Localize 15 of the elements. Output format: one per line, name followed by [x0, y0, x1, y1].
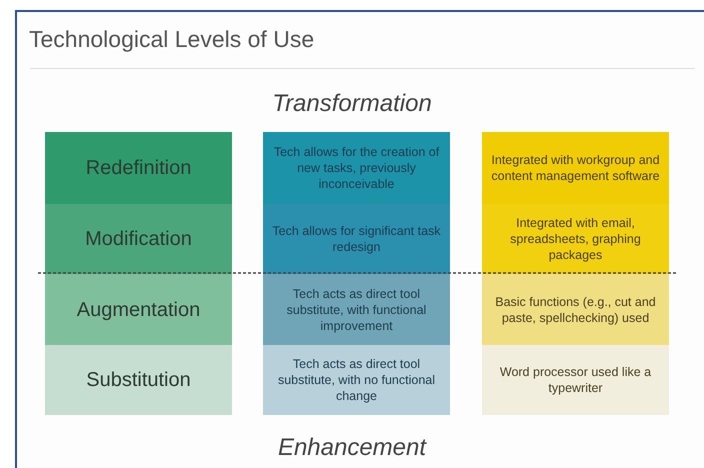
level-cell: Redefinition [45, 132, 232, 204]
description-cell: Tech acts as direct tool substitute, with no functional change [263, 345, 450, 415]
description-cell: Tech allows for the creation of new tasks, previously inconceivable [263, 132, 450, 204]
title: Technological Levels of Use [29, 25, 314, 54]
description-cell: Basic functions (e.g., cut and paste, spellchecking) used [482, 274, 669, 345]
description-cell: Integrated with email, spreadsheets, graphing packages [482, 204, 669, 274]
level-heading: Enhancement [276, 433, 428, 463]
level-heading: Transformation [271, 89, 433, 119]
description-cell: Integrated with workgroup and content management software [482, 132, 669, 204]
description-cell: Tech allows for significant task redesign [263, 204, 450, 274]
level-cell: Augmentation [45, 274, 232, 345]
level-cell: Substitution [45, 345, 232, 415]
level-cell: Modification [45, 204, 232, 274]
description-cell: Tech acts as direct tool substitute, with functional improvement [263, 274, 450, 345]
description-cell: Word processor used like a typewriter [482, 345, 669, 415]
